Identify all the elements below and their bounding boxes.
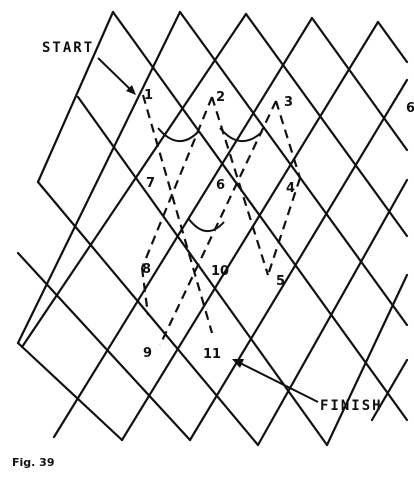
point-label-7: 7 bbox=[146, 176, 155, 191]
diamond-lattice bbox=[16, 10, 409, 447]
edge-mark: 6 bbox=[406, 101, 414, 116]
point-label-5: 5 bbox=[276, 274, 285, 289]
point-label-6: 6 bbox=[216, 178, 225, 193]
start-label: START bbox=[42, 40, 94, 56]
figure-caption: Fig. 39 bbox=[12, 456, 54, 469]
point-label-2: 2 bbox=[216, 90, 225, 105]
point-label-10: 10 bbox=[211, 264, 229, 279]
point-label-11: 11 bbox=[203, 347, 221, 362]
point-label-1: 1 bbox=[144, 88, 153, 103]
point-label-3: 3 bbox=[284, 95, 293, 110]
pointer-arrows bbox=[97, 57, 319, 403]
point-label-9: 9 bbox=[143, 346, 152, 361]
point-label-8: 8 bbox=[142, 262, 151, 277]
finish-label: FINISH bbox=[320, 398, 383, 414]
curved-arrows bbox=[157, 127, 263, 232]
dashed-route bbox=[140, 94, 302, 346]
point-label-4: 4 bbox=[286, 181, 295, 196]
